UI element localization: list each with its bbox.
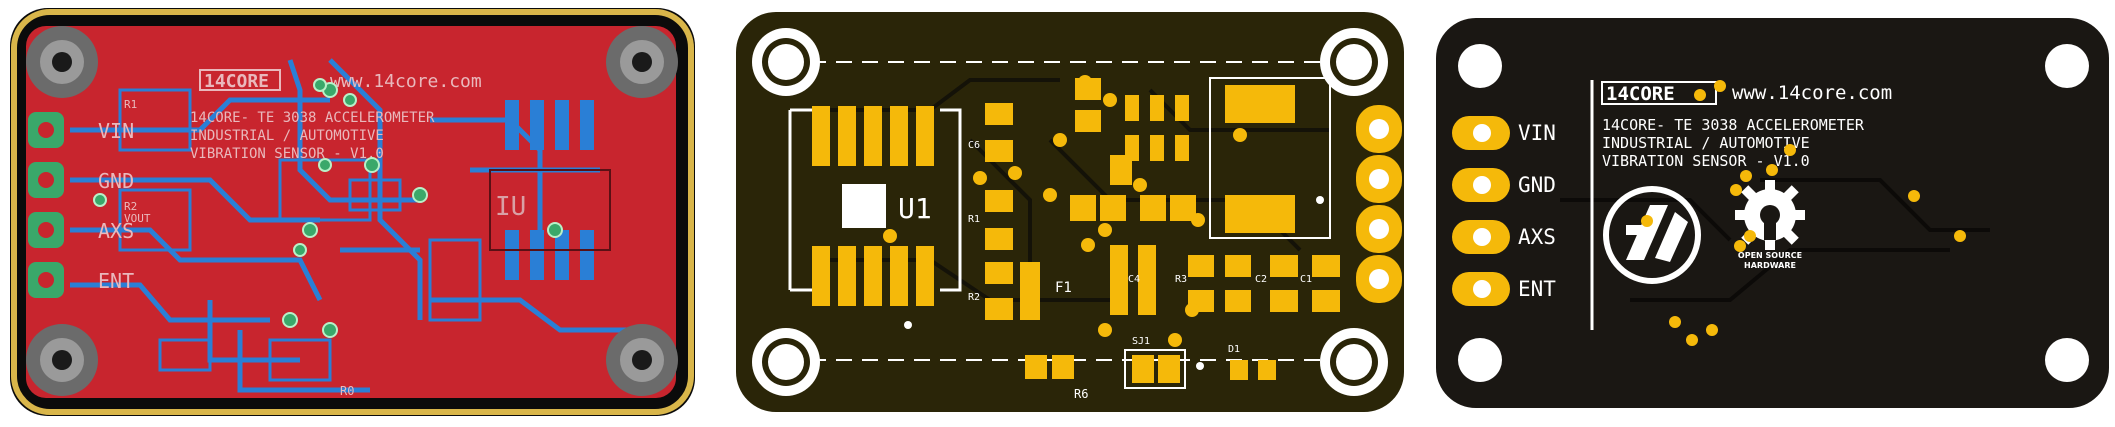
r3-label: R3 [1175, 274, 1187, 285]
ic-outline [489, 169, 611, 251]
url-text: www.14core.com [330, 71, 482, 92]
pcb-layered-svg: IU 14CORE www.14core.com 14CORE- TE 3038… [10, 8, 695, 416]
pin1-dot-d1 [1196, 362, 1204, 370]
r1-label: R1 [968, 214, 980, 225]
pcb-top-pads-view: U1 [730, 0, 1410, 427]
logo-label: 14CORE [1606, 83, 1675, 105]
pin-gnd-label: GND [1518, 173, 1556, 197]
ref-r1-label: R1 [124, 98, 137, 111]
ref-vout-label: VOUT [124, 212, 151, 225]
ic-pad-group-top [505, 100, 594, 280]
pin1-dot-u1 [904, 321, 912, 329]
pin-axs-label: AXS [1518, 225, 1556, 249]
pcb-layered-view: IU 14CORE www.14core.com 14CORE- TE 3038… [0, 0, 705, 427]
subtitle-line: INDUSTRIAL / AUTOMOTIVE [190, 128, 384, 144]
pcb-bottom-silk-view: 14CORE www.14core.com 14CORE- TE 3038 AC… [1430, 0, 2115, 427]
url-label: www.14core.com [1732, 82, 1892, 104]
bottom-vias [1641, 80, 1966, 346]
title-line: 14CORE- TE 3038 ACCELEROMETER [190, 110, 435, 126]
right-header-pins [1356, 105, 1402, 303]
oshw-line-2: HARDWARE [1744, 261, 1796, 270]
logo-frame [1601, 81, 1717, 105]
gold-vias [883, 75, 1247, 347]
desc-line-1: 14CORE- TE 3038 ACCELEROMETER [1602, 116, 1865, 134]
f1-label: F1 [1055, 280, 1072, 296]
pin-vin-label: VIN [1518, 121, 1556, 145]
pin-ent-label: ENT [1518, 277, 1556, 301]
header-pads [28, 112, 64, 298]
u1-pads [812, 106, 934, 306]
c4-label: C4 [1128, 274, 1140, 285]
ref-u-label: IU [495, 192, 526, 222]
c6-label: C6 [968, 140, 980, 151]
u1-label: U1 [898, 192, 932, 225]
smd-pads [985, 78, 1340, 383]
r6-label: R6 [1074, 387, 1088, 401]
sj1-label: SJ1 [1132, 336, 1150, 347]
inductor-outline [1209, 77, 1331, 239]
pcb-top-svg: U1 [736, 12, 1404, 412]
bottom-mark: R0 [340, 384, 354, 398]
u1-marker [842, 184, 886, 228]
bottom-header-pads [1452, 116, 1510, 306]
p2-mounting-holes [752, 28, 1388, 396]
c2-label: C2 [1255, 274, 1267, 285]
oshw-line-1: OPEN SOURCE [1738, 251, 1802, 260]
bottom-mounting-holes [1458, 44, 2089, 382]
round-logo-icon [1603, 186, 1701, 284]
pin-label-gnd: GND [98, 169, 134, 193]
via-group [93, 78, 563, 338]
r2-label: R2 [968, 292, 980, 303]
u1-outline-right [940, 108, 962, 292]
pin-label-ent: ENT [98, 269, 134, 293]
ref-r2-label: R2 [124, 200, 137, 213]
pin-label-vin: VIN [98, 119, 134, 143]
desc-line-2: INDUSTRIAL / AUTOMOTIVE [1602, 134, 1810, 152]
pin1-dot-l1 [1316, 196, 1324, 204]
pin-label-axs: AXS [98, 219, 134, 243]
pcb-bottom-svg: 14CORE www.14core.com 14CORE- TE 3038 AC… [1436, 18, 2109, 408]
c1-label: C1 [1300, 274, 1312, 285]
d1-label: D1 [1228, 344, 1240, 355]
logo-text: 14CORE [204, 71, 269, 92]
third-line: VIBRATION SENSOR - V1.0 [190, 146, 384, 162]
logo-box [199, 69, 281, 91]
oshw-gear-icon [1735, 180, 1805, 250]
sj1-outline [1124, 349, 1186, 389]
board-gold-outline [11, 9, 694, 415]
desc-line-3: VIBRATION SENSOR - V1.0 [1602, 152, 1810, 170]
mounting-holes [26, 26, 678, 396]
